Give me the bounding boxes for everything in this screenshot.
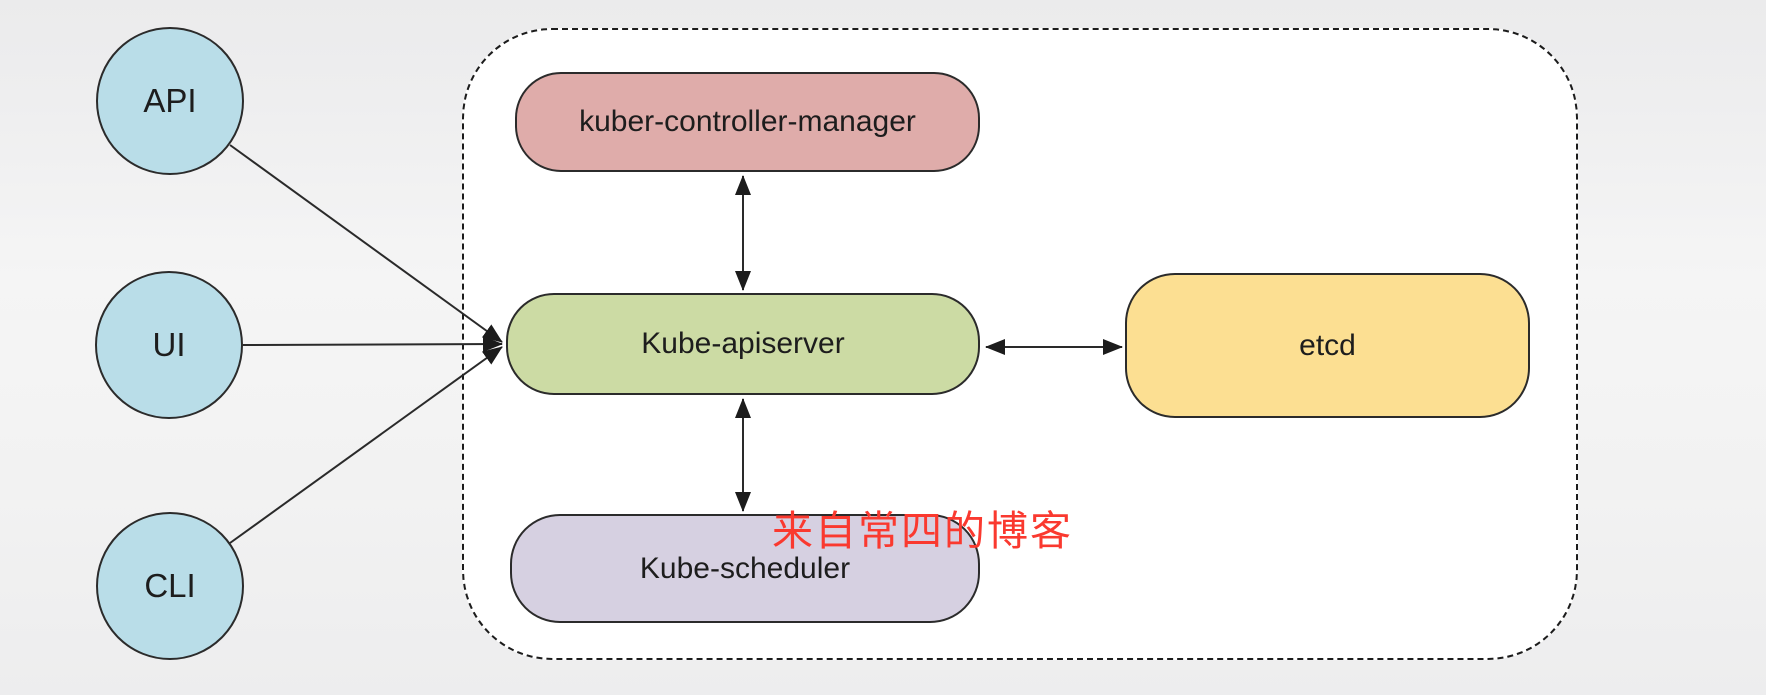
node-etcd: etcd <box>1125 273 1530 418</box>
watermark-text: 来自常四的博客 <box>772 508 1073 554</box>
node-apiserver-label: Kube-apiserver <box>641 327 845 360</box>
node-ui: UI <box>95 271 243 419</box>
node-controller-manager-label: kuber-controller-manager <box>579 105 916 138</box>
node-cli: CLI <box>96 512 244 660</box>
node-etcd-label: etcd <box>1299 328 1356 362</box>
node-scheduler: Kube-scheduler <box>510 514 980 623</box>
node-apiserver: Kube-apiserver <box>506 293 980 395</box>
node-cli-label: CLI <box>144 567 196 604</box>
node-api-label: API <box>143 82 197 119</box>
node-controller-manager: kuber-controller-manager <box>515 72 980 172</box>
node-scheduler-label: Kube-scheduler <box>639 551 851 585</box>
node-api: API <box>96 27 244 175</box>
node-ui-label: UI <box>152 326 186 363</box>
